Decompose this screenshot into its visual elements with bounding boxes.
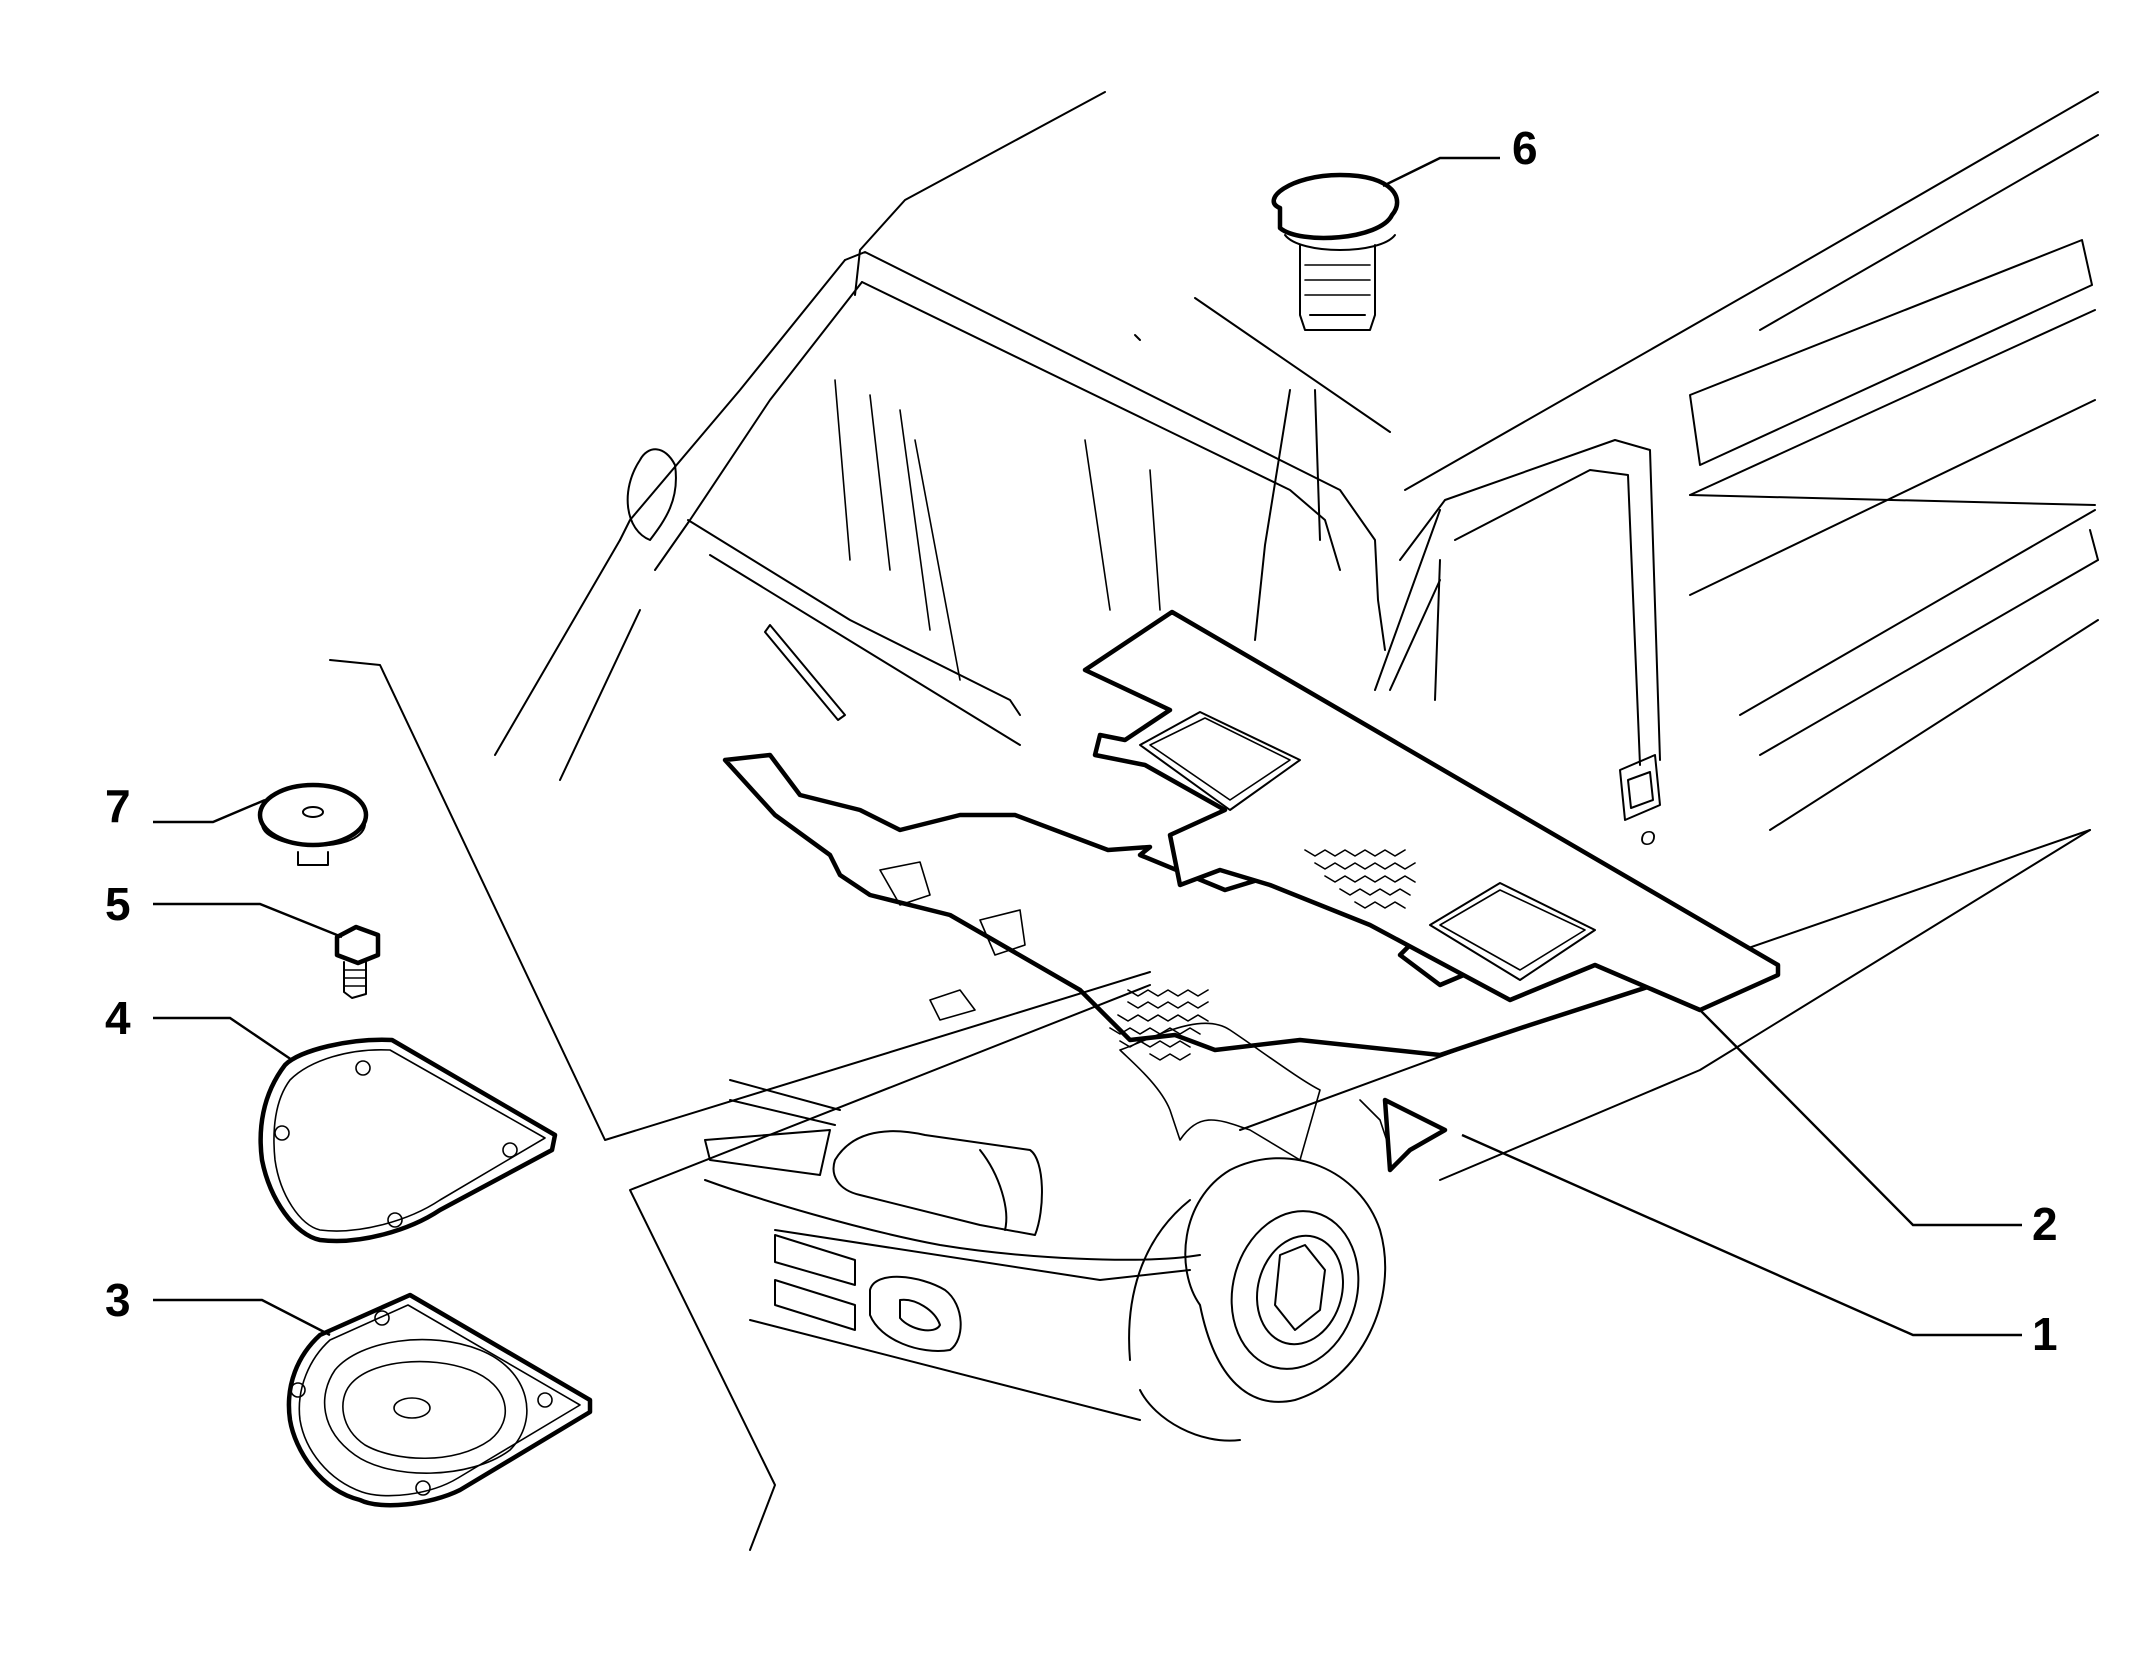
part-2-hatch: [1304, 849, 1416, 909]
callout-5: 5: [105, 878, 131, 930]
leader-5: [153, 902, 343, 939]
part-7-disc: [257, 782, 369, 866]
leader-2: [1699, 1009, 2022, 1227]
door-marking: O: [1640, 828, 1656, 850]
leader-3: [153, 1298, 331, 1337]
leader-1: [1461, 1133, 2022, 1337]
leader-4: [153, 1016, 293, 1061]
part-5-bolt: [334, 924, 381, 999]
callout-7: 7: [105, 780, 131, 832]
van-outline: O: [494, 91, 2099, 1421]
leader-6: [1382, 156, 1500, 188]
part-1-hatch: [1109, 989, 1209, 1061]
leader-7: [153, 798, 266, 824]
callout-labels: 1 2 3 4 5 6 7: [105, 122, 2058, 1360]
section-lines: [329, 389, 1321, 1551]
callout-6: 6: [1512, 122, 1538, 174]
callout-1: 1: [2032, 1308, 2058, 1360]
callout-4: 4: [105, 992, 131, 1044]
front-wheel: [1128, 1157, 1387, 1442]
leader-lines: [153, 156, 2022, 1337]
part-2-insulation-panel: [1082, 609, 1781, 1013]
callout-3: 3: [105, 1274, 131, 1326]
part-4-cover: [258, 1037, 558, 1244]
part-6-clip: [1271, 172, 1400, 331]
callout-2: 2: [2032, 1198, 2058, 1250]
part-3-plate: [286, 1292, 593, 1508]
